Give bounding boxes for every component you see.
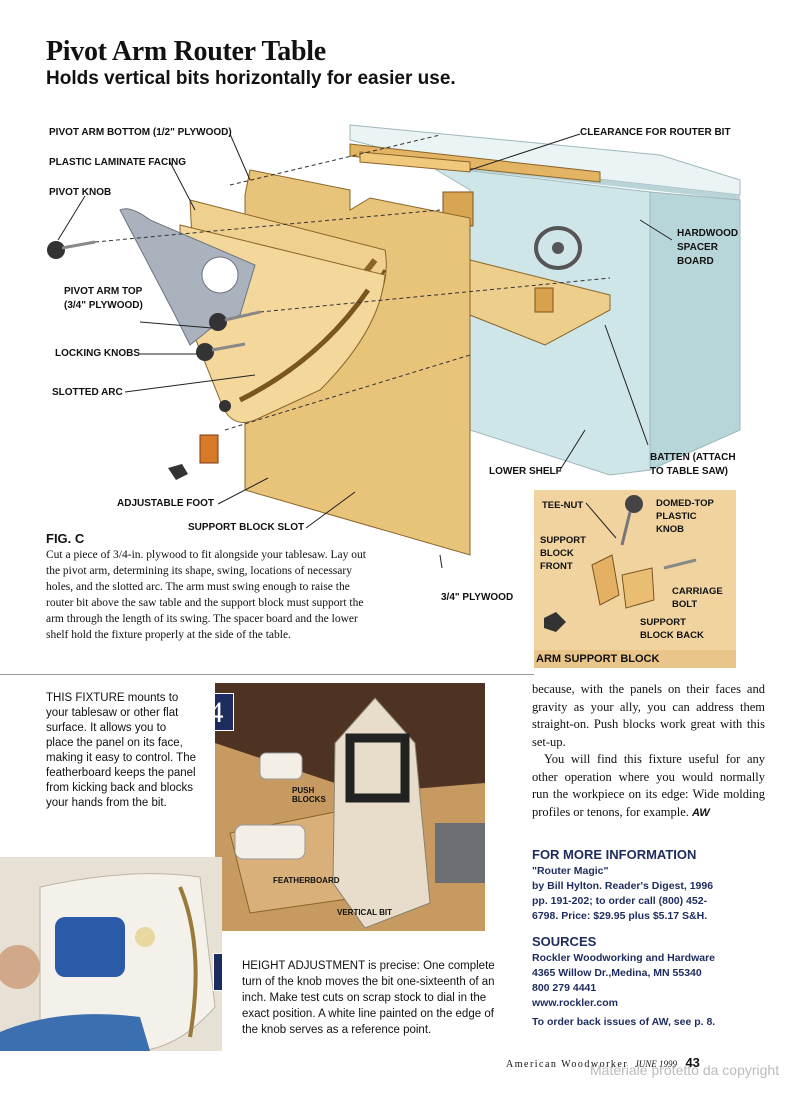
sources-line: 800 279 4441 bbox=[532, 982, 597, 994]
arm-support-block-illustration bbox=[544, 495, 697, 632]
callout-clearance: CLEARANCE FOR ROUTER BIT bbox=[580, 127, 731, 138]
pivot-knob bbox=[47, 241, 65, 259]
sources-line: 4365 Willow Dr.,Medina, MN 55340 bbox=[532, 967, 702, 979]
callout-support-block-slot: SUPPORT BLOCK SLOT bbox=[188, 522, 305, 533]
photo5-caption-lead: HEIGHT ADJUSTMENT bbox=[242, 960, 365, 972]
sources-block: SOURCES Rockler Woodworking and Hardware… bbox=[532, 934, 762, 1030]
page-footer: American Woodworker JUNE 1999 43 bbox=[506, 1055, 700, 1070]
page-subtitle: Holds vertical bits horizontally for eas… bbox=[46, 68, 456, 89]
callout-locking-knobs: LOCKING KNOBS bbox=[55, 348, 140, 359]
article-paragraph-2: You will find this fixture useful for an… bbox=[532, 751, 765, 822]
asb-domed-2: PLASTIC bbox=[656, 511, 697, 522]
photo4-label-push-2: BLOCKS bbox=[292, 795, 326, 804]
photo4-label-vertical-bit: VERTICAL BIT bbox=[337, 908, 392, 917]
sources-link[interactable]: www.rockler.com bbox=[532, 997, 618, 1009]
photo5-caption-text: is precise: One complete turn of the kno… bbox=[242, 960, 495, 1036]
callout-pivot-knob: PIVOT KNOB bbox=[49, 187, 112, 198]
asb-front-1: SUPPORT bbox=[540, 535, 586, 546]
callout-spacer-1: HARDWOOD bbox=[677, 228, 739, 239]
article-paragraph-1: because, with the panels on their faces … bbox=[532, 682, 765, 749]
photo4-caption: THIS FIXTURE mounts to your tablesaw or … bbox=[46, 691, 196, 811]
callout-batten-1: BATTEN (ATTACH bbox=[650, 452, 736, 463]
photo4-caption-text: mounts to your tablesaw or other flat su… bbox=[46, 692, 196, 809]
laminate-facing bbox=[119, 208, 256, 346]
asb-caption: ARM SUPPORT BLOCK bbox=[534, 650, 736, 668]
article-paragraph-2-text: You will find this fixture useful for an… bbox=[532, 752, 765, 819]
more-info-line: by Bill Hylton. Reader's Digest, 1996 bbox=[532, 880, 714, 892]
asb-back-2: BLOCK BACK bbox=[640, 630, 704, 641]
sources-line: To order back issues of AW, see p. 8. bbox=[532, 1016, 716, 1028]
locking-knob-2 bbox=[196, 343, 214, 361]
callout-adjustable-foot: ADJUSTABLE FOOT bbox=[117, 498, 215, 509]
asb-carriage-2: BOLT bbox=[672, 599, 698, 610]
article-body: because, with the panels on their faces … bbox=[532, 681, 765, 822]
arm-support-block-inset: TEE-NUT DOMED-TOP PLASTIC KNOB SUPPORT B… bbox=[534, 490, 736, 668]
photo-4-illustration bbox=[215, 683, 485, 931]
callout-pivot-arm-bottom: PIVOT ARM BOTTOM (1/2" PLYWOOD) bbox=[49, 127, 232, 138]
photo-5-illustration bbox=[0, 857, 222, 1051]
asb-carriage-1: CARRIAGE bbox=[672, 586, 723, 597]
photo5-number-badge: 5 bbox=[213, 953, 222, 991]
figc-body: Cut a piece of 3/4-in. plywood to fit al… bbox=[46, 549, 366, 641]
photo-5: 5 bbox=[0, 857, 222, 1051]
callout-spacer-2: SPACER bbox=[677, 242, 718, 253]
copyright-watermark: Materiale protetto da copyright bbox=[590, 1062, 780, 1078]
asb-front-2: BLOCK bbox=[540, 548, 574, 559]
callout-batten-2: TO TABLE SAW) bbox=[650, 466, 728, 477]
asb-domed-3: KNOB bbox=[656, 524, 684, 535]
more-info-line: 6798. Price: $29.95 plus $5.17 S&H. bbox=[532, 910, 708, 922]
locking-knob-1 bbox=[209, 313, 227, 331]
page-title: Pivot Arm Router Table bbox=[46, 36, 326, 67]
photo4-label-featherboard: FEATHERBOARD bbox=[273, 876, 340, 885]
adjustable-foot bbox=[199, 434, 219, 464]
callout-pivot-arm-top-1: PIVOT ARM TOP bbox=[64, 286, 143, 297]
figc-title: FIG. C bbox=[46, 531, 85, 546]
asb-back-1: SUPPORT bbox=[640, 617, 686, 628]
aw-end-mark: AW bbox=[692, 806, 710, 819]
more-info-line: "Router Magic" bbox=[532, 865, 609, 877]
photo5-caption: HEIGHT ADJUSTMENT is precise: One comple… bbox=[242, 958, 498, 1038]
exploded-diagram bbox=[47, 124, 741, 569]
photo-4: 4 PUSH BLOCKS FEATHERBOARD VERTICAL BIT bbox=[215, 683, 485, 931]
callout-pivot-arm-top-2: (3/4" PLYWOOD) bbox=[64, 300, 143, 311]
callout-spacer-3: BOARD bbox=[677, 256, 714, 267]
callout-plywood: 3/4" PLYWOOD bbox=[441, 592, 514, 603]
footer-date: JUNE 1999 bbox=[634, 1059, 677, 1069]
more-info-line: pp. 191-202; to order call (800) 452- bbox=[532, 895, 708, 907]
footer-page-number: 43 bbox=[685, 1055, 700, 1070]
callout-plastic-laminate: PLASTIC LAMINATE FACING bbox=[49, 157, 187, 168]
photo4-caption-lead: THIS FIXTURE bbox=[46, 692, 125, 704]
section-divider bbox=[0, 674, 534, 675]
more-info-heading: FOR MORE INFORMATION bbox=[532, 847, 697, 862]
more-info-box: FOR MORE INFORMATION "Router Magic" by B… bbox=[532, 847, 762, 1030]
sources-line: Rockler Woodworking and Hardware bbox=[532, 952, 716, 964]
footer-magazine: American Woodworker bbox=[506, 1059, 629, 1070]
photo4-number-badge: 4 bbox=[215, 693, 234, 731]
photo4-label-push-1: PUSH bbox=[292, 786, 315, 795]
asb-domed-1: DOMED-TOP bbox=[656, 498, 714, 509]
spacer-board bbox=[349, 143, 601, 183]
callout-lower-shelf: LOWER SHELF bbox=[489, 466, 562, 477]
asb-front-3: FRONT bbox=[540, 561, 573, 572]
sources-heading: SOURCES bbox=[532, 934, 597, 949]
asb-tee-nut: TEE-NUT bbox=[542, 500, 584, 511]
callout-slotted-arc: SLOTTED ARC bbox=[52, 387, 123, 398]
